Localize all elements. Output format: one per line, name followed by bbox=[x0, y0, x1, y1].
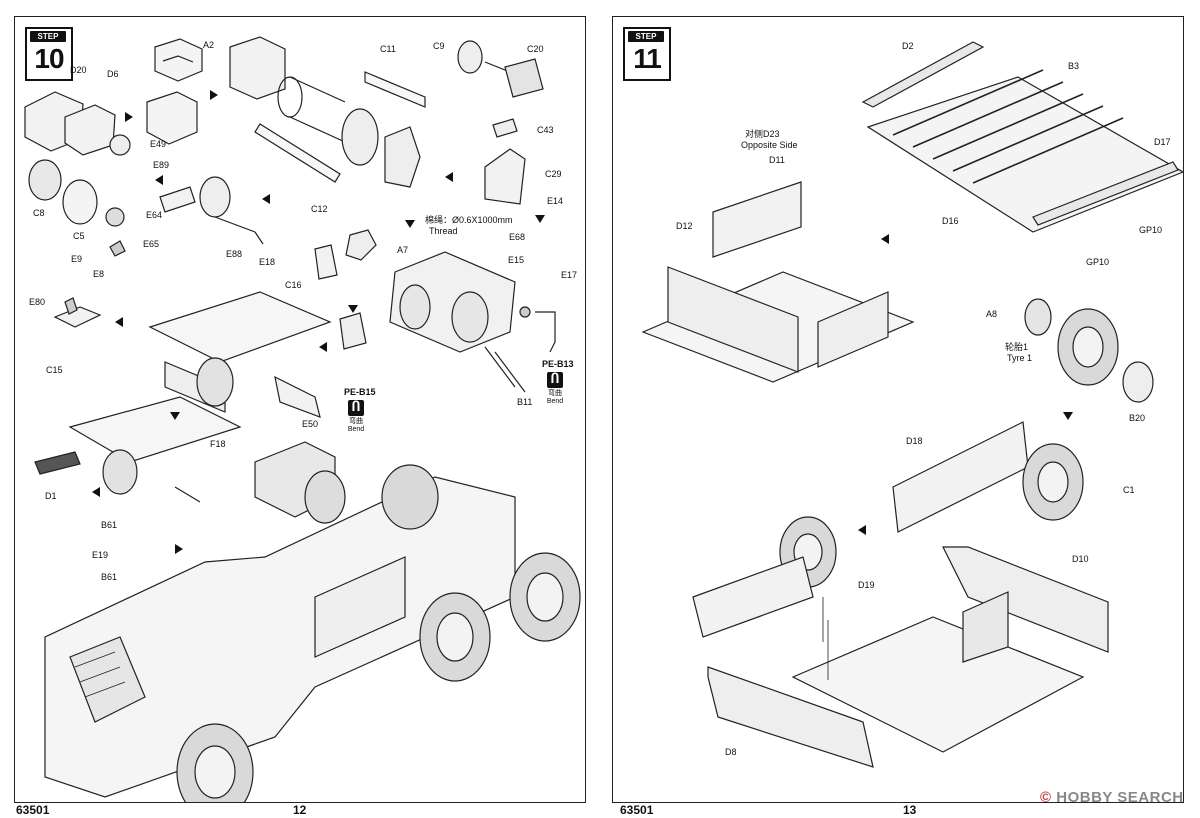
opposite-side-note-cn: 对侧D23 bbox=[745, 129, 780, 139]
part-label: A2 bbox=[203, 40, 215, 50]
part-label: D8 bbox=[725, 747, 737, 757]
thread-note-cn: 棉绳：Ø0.6X1000mm bbox=[425, 215, 513, 225]
part-label: E89 bbox=[153, 160, 170, 170]
kit-code-left: 63501 bbox=[16, 803, 50, 817]
part-label: E68 bbox=[509, 232, 526, 242]
part-label: E49 bbox=[150, 139, 167, 149]
part-label: D19 bbox=[858, 580, 875, 590]
part-label: D17 bbox=[1154, 137, 1171, 147]
kit-code-right: 63501 bbox=[620, 803, 654, 817]
part-label: C16 bbox=[285, 280, 302, 290]
part-label: D16 bbox=[942, 216, 959, 226]
bend-part-label: PE-B15 bbox=[344, 387, 376, 397]
part-label: E19 bbox=[92, 550, 109, 560]
part-label: C11 bbox=[380, 44, 396, 54]
watermark: © HOBBY SEARCH bbox=[1040, 789, 1184, 806]
part-label: C43 bbox=[537, 125, 554, 135]
part-label: E80 bbox=[29, 297, 46, 307]
part-label: B61 bbox=[101, 520, 118, 530]
part-label: E64 bbox=[146, 210, 163, 220]
part-label: E65 bbox=[143, 239, 160, 249]
step-11-number: 11 bbox=[633, 43, 662, 74]
bend-label-en: Bend bbox=[347, 426, 365, 433]
part-label: C12 bbox=[311, 204, 328, 214]
part-label: B11 bbox=[517, 397, 533, 407]
part-label: D12 bbox=[676, 221, 693, 231]
part-label: E8 bbox=[93, 269, 105, 279]
step-11-badge: STEP 11 bbox=[623, 27, 671, 81]
step-10-number: 10 bbox=[34, 43, 64, 74]
opposite-side-note-en: Opposite Side bbox=[741, 140, 798, 150]
part-label: A7 bbox=[397, 245, 409, 255]
part-label: B3 bbox=[1068, 61, 1080, 71]
tyre-note-cn: 轮胎1 bbox=[1005, 342, 1029, 352]
part-label: C20 bbox=[527, 44, 544, 54]
part-label: B20 bbox=[1129, 413, 1146, 423]
step-10-assembly-drawing bbox=[24, 36, 581, 802]
part-label: C5 bbox=[73, 231, 85, 241]
step-10-badge-label: STEP bbox=[30, 31, 66, 42]
step-10-badge: STEP 10 bbox=[25, 27, 73, 81]
step-11-badge-label: STEP bbox=[628, 31, 664, 42]
page-step-11: STEP 11 bbox=[612, 16, 1184, 803]
part-label: D20 bbox=[70, 65, 87, 75]
part-label: C29 bbox=[545, 169, 562, 179]
part-label: D1 bbox=[45, 491, 57, 501]
bend-label-cn: 弯曲 bbox=[349, 418, 363, 425]
part-label: C15 bbox=[46, 365, 63, 375]
part-label: E14 bbox=[547, 196, 564, 206]
part-label: F18 bbox=[210, 439, 226, 449]
part-label: C1 bbox=[1123, 485, 1135, 495]
bend-label-en: Bend bbox=[546, 398, 564, 405]
bend-part-label: PE-B13 bbox=[542, 359, 574, 369]
part-label: D10 bbox=[1072, 554, 1089, 564]
part-label: E17 bbox=[561, 270, 578, 280]
tyre-note-en: Tyre 1 bbox=[1007, 353, 1033, 363]
part-label: GP10 bbox=[1086, 257, 1110, 267]
part-label: D11 bbox=[769, 155, 785, 165]
part-label: D6 bbox=[107, 69, 119, 79]
bend-icon: Ⴖ bbox=[547, 372, 563, 388]
part-label: GP10 bbox=[1139, 225, 1163, 235]
part-label: E50 bbox=[302, 419, 319, 429]
part-label: E88 bbox=[226, 249, 243, 259]
part-label: D18 bbox=[906, 436, 923, 446]
part-label: D2 bbox=[902, 41, 914, 51]
thread-note-en: Thread bbox=[429, 226, 458, 236]
part-label: B61 bbox=[101, 572, 118, 582]
bend-icon: Ⴖ bbox=[348, 400, 364, 416]
page-number-right: 13 bbox=[903, 803, 917, 817]
watermark-text: HOBBY SEARCH bbox=[1056, 789, 1184, 806]
part-label: C8 bbox=[33, 208, 45, 218]
part-label: A8 bbox=[986, 309, 998, 319]
part-label: E15 bbox=[508, 255, 525, 265]
bend-label-cn: 弯曲 bbox=[548, 390, 562, 397]
copyright-symbol: © bbox=[1040, 789, 1052, 806]
page-step-10: STEP 10 bbox=[14, 16, 586, 803]
part-label: C9 bbox=[433, 41, 445, 51]
step-11-assembly-drawing bbox=[641, 41, 1183, 768]
part-label: E18 bbox=[259, 257, 276, 267]
page-number-left: 12 bbox=[293, 803, 307, 817]
part-label: E9 bbox=[71, 254, 83, 264]
